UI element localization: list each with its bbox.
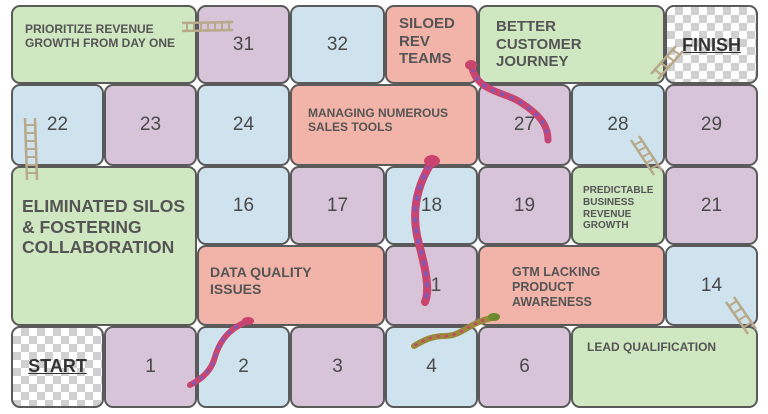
square-number: 32 — [326, 33, 349, 55]
square-19[interactable]: 19 — [478, 166, 571, 245]
square-finish[interactable]: FINISH — [665, 5, 758, 84]
square-number: 23 — [139, 114, 162, 135]
square-22[interactable]: 22 — [11, 84, 104, 166]
square-11[interactable]: 11 — [385, 245, 478, 326]
square-number: 3 — [332, 356, 343, 377]
square-31[interactable]: 31 — [197, 5, 290, 84]
square-21[interactable]: 21 — [665, 166, 758, 245]
square-better-customer-journey[interactable]: BETTER CUSTOMER JOURNEY — [478, 5, 665, 84]
square-16[interactable]: 16 — [197, 166, 290, 245]
square-label: PREDICTABLE BUSINESS REVENUE GROWTH — [583, 185, 654, 232]
square-number: 17 — [326, 194, 349, 216]
square-number: 6 — [519, 356, 530, 377]
square-23[interactable]: 23 — [104, 84, 197, 166]
square-label: LEAD QUALIFICATION — [587, 340, 717, 354]
square-3[interactable]: 3 — [290, 326, 385, 408]
square-prioritize-revenue[interactable]: PRIORITIZE REVENUE GROWTH FROM DAY ONE — [11, 5, 197, 84]
square-number: 18 — [420, 194, 443, 216]
square-number: 19 — [513, 194, 536, 216]
square-4[interactable]: 4 — [385, 326, 478, 408]
start-label: START — [28, 356, 87, 376]
square-number: 27 — [513, 114, 536, 135]
square-32[interactable]: 32 — [290, 5, 385, 84]
square-17[interactable]: 17 — [290, 166, 385, 245]
square-number: 29 — [700, 114, 723, 135]
square-data-quality[interactable]: DATA QUALITY ISSUES — [197, 245, 385, 326]
square-28[interactable]: 28 — [571, 84, 665, 166]
square-29[interactable]: 29 — [665, 84, 758, 166]
square-predictable-growth[interactable]: PREDICTABLE BUSINESS REVENUE GROWTH — [571, 166, 665, 245]
square-number: 21 — [700, 194, 723, 216]
square-label: ELIMINATED SILOS & FOSTERING COLLABORATI… — [22, 196, 186, 258]
square-label: SILOED REV TEAMS — [399, 15, 455, 68]
square-number: 4 — [426, 356, 437, 377]
square-label: BETTER CUSTOMER JOURNEY — [496, 18, 582, 71]
square-siloed-rev-teams[interactable]: SILOED REV TEAMS — [385, 5, 478, 84]
square-number: 2 — [238, 356, 249, 377]
square-start[interactable]: START — [11, 326, 104, 408]
square-14[interactable]: 14 — [665, 245, 758, 326]
finish-label: FINISH — [681, 35, 741, 55]
square-24[interactable]: 24 — [197, 84, 290, 166]
square-number: 24 — [232, 114, 255, 135]
square-label: PRIORITIZE REVENUE GROWTH FROM DAY ONE — [25, 22, 176, 51]
square-label: DATA QUALITY ISSUES — [210, 264, 312, 297]
square-1[interactable]: 1 — [104, 326, 197, 408]
square-18[interactable]: 18 — [385, 166, 478, 245]
square-gtm-lacking[interactable]: GTM LACKING PRODUCT AWARENESS — [478, 245, 665, 326]
square-number: 28 — [607, 114, 629, 135]
square-number: 1 — [145, 356, 156, 377]
square-number: 22 — [46, 114, 69, 135]
square-27[interactable]: 27 — [478, 84, 571, 166]
square-label: GTM LACKING PRODUCT AWARENESS — [512, 265, 601, 309]
square-number: 31 — [232, 33, 255, 55]
square-number: 11 — [421, 274, 442, 296]
square-eliminated-silos[interactable]: ELIMINATED SILOS & FOSTERING COLLABORATI… — [11, 166, 197, 326]
square-label: MANAGING NUMEROUS SALES TOOLS — [308, 106, 448, 135]
square-number: 14 — [700, 274, 723, 296]
square-managing-sales-tools[interactable]: MANAGING NUMEROUS SALES TOOLS — [290, 84, 478, 166]
square-6[interactable]: 6 — [478, 326, 571, 408]
square-number: 16 — [232, 194, 255, 216]
square-lead-qualification[interactable]: LEAD QUALIFICATION — [571, 326, 758, 408]
square-2[interactable]: 2 — [197, 326, 290, 408]
